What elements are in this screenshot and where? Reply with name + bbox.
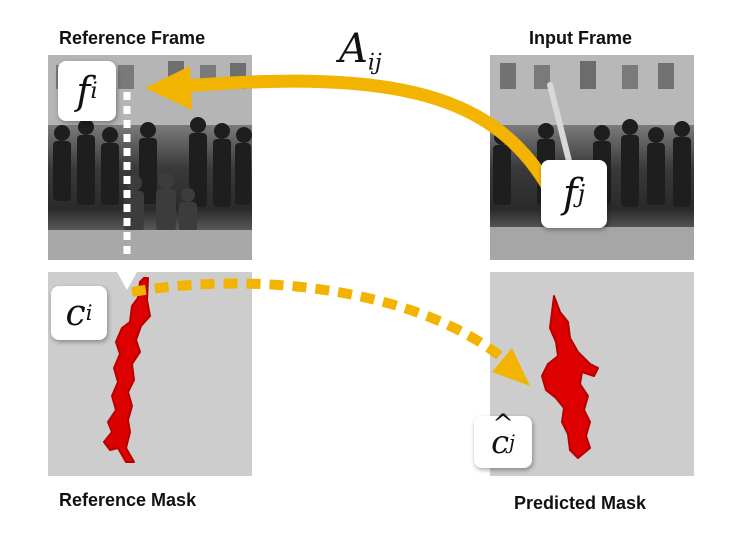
feature-j-base: f [562, 171, 578, 217]
affinity-label-base: A [339, 26, 368, 72]
label-c-hat-j-base: c [491, 409, 514, 461]
feature-i-subscript: i [90, 78, 98, 104]
affinity-arrow [178, 74, 562, 207]
label-copy-arrow [131, 278, 509, 364]
reference-frame-title: Reference Frame [59, 28, 206, 48]
label-c-hat-j-subscript: j [508, 430, 515, 454]
input-frame-title: Input Frame [529, 28, 633, 48]
input-crowd-illustration [490, 55, 694, 260]
reference-mask-shape [103, 277, 151, 463]
affinity-label: Aij [339, 26, 382, 76]
predicted-mask-shape [541, 295, 599, 459]
affinity-arrowhead [145, 66, 192, 110]
feature-j-subscript: j [577, 180, 586, 208]
affinity-label-subscript: ij [367, 50, 382, 76]
label-c-i-base: c [65, 292, 86, 334]
label-c-i-subscript: i [85, 300, 93, 326]
feature-i-base: f [76, 69, 91, 113]
propagation-arrowhead [117, 272, 137, 290]
predicted-mask-title: Predicted Mask [514, 493, 647, 513]
label-c-hat-j: cj [474, 409, 532, 468]
label-copy-arrowhead [492, 348, 530, 386]
reference-mask-title: Reference Mask [59, 490, 197, 510]
